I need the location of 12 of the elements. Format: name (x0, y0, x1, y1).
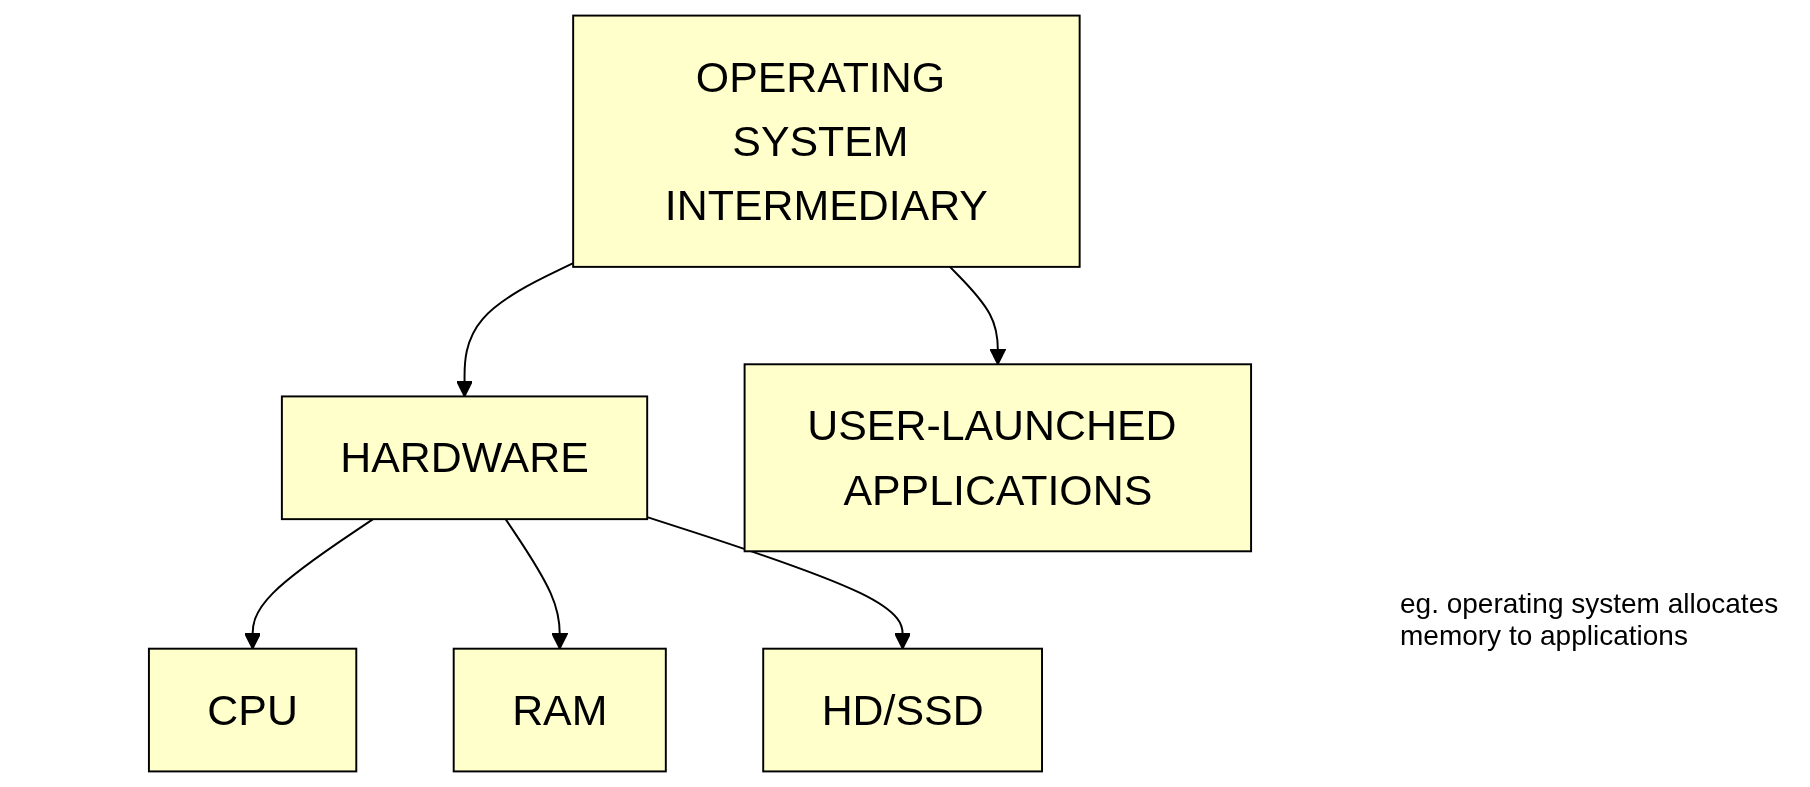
node-box: HD/SSD (762, 647, 1043, 773)
node-box: USER-LAUNCHED APPLICATIONS (743, 363, 1253, 553)
arrow (244, 518, 375, 650)
note-text: eg. operating system allocates memory to applications (1400, 588, 1780, 652)
arrow (455, 262, 575, 398)
node-box: CPU (147, 647, 358, 773)
arrow (504, 518, 569, 650)
arrow (646, 516, 912, 650)
node-box: HARDWARE (280, 395, 649, 521)
arrow (948, 265, 1007, 366)
node-box: OPERATING SYSTEM INTERMEDIARY (572, 14, 1081, 268)
node-box: RAM (452, 647, 667, 773)
